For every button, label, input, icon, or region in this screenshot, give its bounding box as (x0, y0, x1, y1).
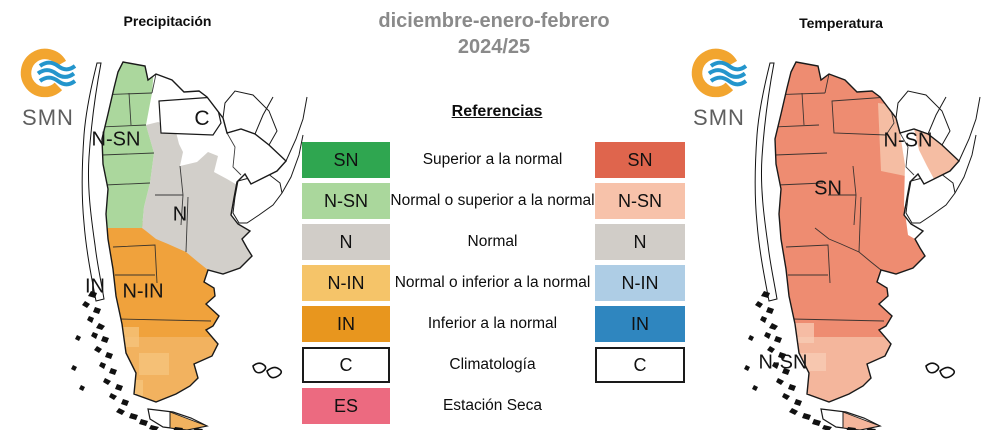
legend-description: Inferior a la normal (427, 315, 558, 332)
temperature-map-svg (744, 61, 981, 430)
legend-swatch-precip: ES (302, 388, 390, 424)
legend-swatch-temp: C (595, 347, 685, 383)
precip-label-patagonia-east: N-IN (122, 280, 164, 303)
precip-label-nw: N-SN (91, 128, 141, 151)
legend-swatch-temp: SN (595, 142, 685, 178)
malvinas-islands (252, 362, 283, 379)
malvinas-islands (925, 362, 956, 379)
region-climatology (158, 96, 222, 136)
legend-row: N Normal N (302, 224, 685, 260)
smn-logo-text: SMN (693, 105, 745, 130)
logo-waves (36, 60, 77, 87)
season-title-line1: diciembre-enero-febrero (378, 10, 610, 32)
season-title: diciembre-enero-febrero 2024/25 (348, 8, 640, 60)
temperature-map-title: Temperatura (799, 15, 883, 31)
legend-description: Normal o superior a la normal (390, 192, 595, 209)
temp-label-south: N-SN (758, 351, 808, 374)
temp-label-center: SN (814, 177, 842, 200)
legend-title: Referencias (451, 103, 543, 120)
legend-swatch-temp: N (595, 224, 685, 260)
precip-label-patagonia-west: IN (85, 275, 105, 298)
argentina-outline (774, 61, 960, 403)
legend-description: Estación Seca (442, 397, 543, 414)
legend-row: N-IN Normal o inferior a la normal N-IN (302, 265, 685, 301)
smn-logo-text: SMN (22, 105, 74, 130)
legend-swatch-temp: N-IN (595, 265, 685, 301)
precip-label-chaco: C (194, 107, 210, 130)
chile-strip (754, 62, 778, 302)
region-n (142, 122, 252, 274)
brazil-border (254, 96, 274, 135)
region-n-sn-misiones (914, 129, 959, 179)
legend-swatch-precip: C (302, 347, 390, 383)
logo-waves (707, 60, 748, 87)
legend-description: Normal (467, 233, 518, 250)
legend-row: N-SN Normal o superior a la normal N-SN (302, 183, 685, 219)
atlantic-coast (281, 134, 304, 194)
legend-swatch-precip: SN (302, 142, 390, 178)
temperature-map: N-SN SN N-SN (728, 35, 981, 430)
logo-swirl (20, 48, 67, 98)
brazil-coast (285, 96, 308, 162)
smn-logo-right: SMN (688, 47, 750, 131)
brazil-coast (958, 96, 981, 162)
legend-row: IN Inferior a la normal IN (302, 306, 685, 342)
legend-description: Superior a la normal (422, 151, 563, 168)
smn-logo-left: SMN (17, 47, 79, 131)
season-title-line2: 2024/25 (457, 36, 531, 58)
legend-description: Normal o inferior a la normal (394, 274, 591, 291)
precip-label-center: N (172, 203, 188, 226)
legend-row: SN Superior a la normal SN (302, 142, 685, 178)
chilean-archipelago (71, 291, 203, 430)
legend-row: ES Estación Seca (302, 388, 685, 424)
tierra-del-fuego (147, 408, 209, 430)
legend-swatch-precip: N-SN (302, 183, 390, 219)
brazil-border (927, 96, 947, 135)
legend-swatch-precip: N-IN (302, 265, 390, 301)
legend-swatch-temp: N-SN (595, 183, 685, 219)
precipitation-map-title: Precipitación (123, 13, 212, 29)
legend: SN Superior a la normal SN N-SN Normal o… (302, 142, 685, 424)
precipitation-map: N-SN C N IN N-IN (55, 35, 308, 430)
legend-row: C Climatología C (302, 347, 685, 383)
legend-swatch-temp: IN (595, 306, 685, 342)
smn-logo-icon (20, 48, 77, 98)
chile-strip (81, 62, 105, 302)
temp-label-northeast: N-SN (883, 129, 933, 152)
tierra-del-fuego (820, 408, 882, 430)
smn-logo-icon (691, 48, 748, 98)
neighbor-countries (895, 90, 981, 224)
legend-swatch-precip: IN (302, 306, 390, 342)
precipitation-map-svg (71, 61, 308, 430)
legend-swatch-precip: N (302, 224, 390, 260)
legend-description: Climatología (449, 356, 536, 373)
atlantic-coast (954, 134, 977, 194)
argentina-outline (101, 61, 287, 403)
logo-swirl (691, 48, 738, 98)
